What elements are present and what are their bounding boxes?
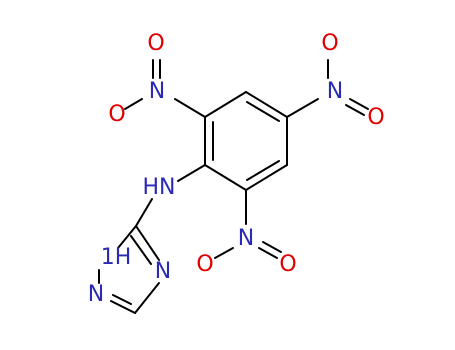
hn-label: HN bbox=[143, 175, 176, 200]
nitro-top-left-n-label: N bbox=[149, 79, 165, 104]
ring-bond-4 bbox=[245, 164, 288, 191]
bond-nitro-top-left-o-left bbox=[124, 98, 143, 110]
triazole-n2-label: N bbox=[155, 259, 171, 284]
nitro-bottom-o-right-label: O bbox=[279, 252, 296, 277]
bond-nitro-bottom-o-left bbox=[214, 247, 234, 259]
bond-ring-to-nitro-top-right bbox=[286, 98, 319, 118]
nitro-top-left-o-left-label: O bbox=[108, 102, 125, 127]
nitro-bottom-o-left-label: O bbox=[196, 252, 213, 277]
bond-ring-to-nh bbox=[177, 164, 206, 182]
triazole-ring bbox=[98, 225, 160, 314]
nitro-top-right-n-label: N bbox=[327, 79, 343, 104]
ring-bond-1 bbox=[204, 91, 247, 118]
ring-bond-4-inner bbox=[246, 160, 280, 181]
bond-nh-to-triazole bbox=[135, 198, 153, 227]
bond-nitro-top-right-o-right-2 bbox=[345, 104, 365, 116]
ring-bond-2-inner bbox=[246, 101, 280, 122]
nitro-group-bottom bbox=[214, 189, 282, 259]
nitro-group-top-right bbox=[286, 59, 369, 118]
triazole-bond-c5-n1 bbox=[110, 300, 136, 314]
triazole-bond-c3-n4-inner bbox=[130, 235, 152, 265]
triazole-nh-label: 1H bbox=[101, 245, 132, 270]
ring-bond-2 bbox=[245, 91, 288, 118]
triazole-bond-n2-c3 bbox=[117, 225, 137, 249]
triazole-bond-c5-n1-inner bbox=[112, 294, 132, 305]
ring-bond-5 bbox=[204, 164, 247, 191]
bond-nitro-bottom-o-right bbox=[258, 247, 278, 259]
triazole-bond-n4-c5 bbox=[134, 282, 160, 314]
nitro-top-right-o-right-label: O bbox=[367, 105, 384, 130]
triazole-n1-label: N bbox=[88, 282, 104, 307]
bond-nitro-top-right-o-right bbox=[349, 98, 369, 110]
triazole-bond-c3-n4 bbox=[135, 225, 160, 261]
bond-nitro-bottom-o-right-2 bbox=[262, 241, 282, 253]
nitro-top-right-o-top-label: O bbox=[321, 31, 338, 56]
nitro-top-left-o-top-label: O bbox=[147, 31, 164, 56]
bond-ring-to-nitro-top-left bbox=[174, 98, 206, 118]
nitro-group-top-left bbox=[124, 59, 206, 118]
benzene-ring bbox=[204, 91, 288, 191]
nitro-bottom-n-label: N bbox=[238, 226, 254, 251]
